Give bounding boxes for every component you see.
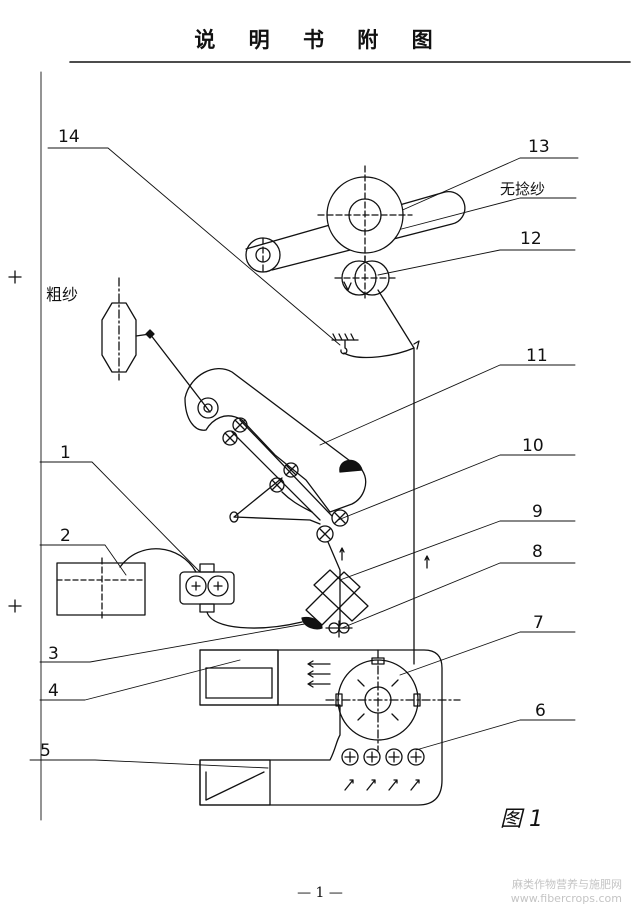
page-title: 说 明 书 附 图 xyxy=(194,28,446,52)
figure-caption: 图 1 xyxy=(500,807,543,832)
roving-strand xyxy=(135,333,211,413)
yarn-path-guide xyxy=(343,347,415,359)
disc-7 xyxy=(325,649,461,751)
registration-mark-top xyxy=(8,270,22,284)
drafting-rollers xyxy=(222,417,313,513)
roving-guide xyxy=(145,329,155,339)
pump-1 xyxy=(179,563,235,613)
watermark: 麻类作物营养与施肥网 www.fibercrops.com xyxy=(511,878,622,906)
rollers-6 xyxy=(341,748,425,791)
label-8: 8 xyxy=(532,542,543,562)
yarn-path-right xyxy=(377,289,415,665)
flow-arrows-left xyxy=(307,660,331,688)
label-5: 5 xyxy=(40,741,51,761)
roller-pair-12 xyxy=(334,255,399,301)
label-7: 7 xyxy=(533,613,544,633)
leader-lines xyxy=(29,147,579,769)
nozzle-9 xyxy=(305,569,369,626)
label-11: 11 xyxy=(526,346,548,366)
rollers-8 xyxy=(325,620,353,638)
nozzle-tip-3 xyxy=(301,616,323,630)
label-10: 10 xyxy=(522,436,544,456)
page-number: — 1 — xyxy=(297,885,343,901)
yarn-guide-hook xyxy=(413,340,420,350)
arm-assembly-13 xyxy=(245,165,466,273)
registration-mark-bottom xyxy=(8,599,22,613)
yarn-arrow xyxy=(424,555,430,569)
label-twistless-yarn: 无捻纱 xyxy=(500,180,545,198)
air-pipe xyxy=(119,548,197,573)
rod-pivot xyxy=(229,511,239,523)
label-roving: 粗纱 xyxy=(46,285,78,304)
front-rollers-10 xyxy=(316,509,349,543)
air-box-2 xyxy=(56,557,146,621)
label-14: 14 xyxy=(58,127,80,147)
label-12: 12 xyxy=(520,229,542,249)
roving-bobbin xyxy=(101,277,137,381)
label-3: 3 xyxy=(48,644,59,664)
drafting-unit-11 xyxy=(184,367,367,521)
label-1: 1 xyxy=(60,443,71,463)
label-4: 4 xyxy=(48,681,59,701)
label-6: 6 xyxy=(535,701,546,721)
label-2: 2 xyxy=(60,526,71,546)
frame-body xyxy=(199,649,443,806)
air-hose xyxy=(206,611,303,629)
label-13: 13 xyxy=(528,137,550,157)
fiber-arrow xyxy=(339,547,345,561)
tension-rod xyxy=(233,477,321,525)
yarn-guide-14 xyxy=(331,333,359,355)
label-9: 9 xyxy=(532,502,543,522)
watermark-url: www.fibercrops.com xyxy=(510,892,622,905)
watermark-title: 麻类作物营养与施肥网 xyxy=(512,878,622,891)
